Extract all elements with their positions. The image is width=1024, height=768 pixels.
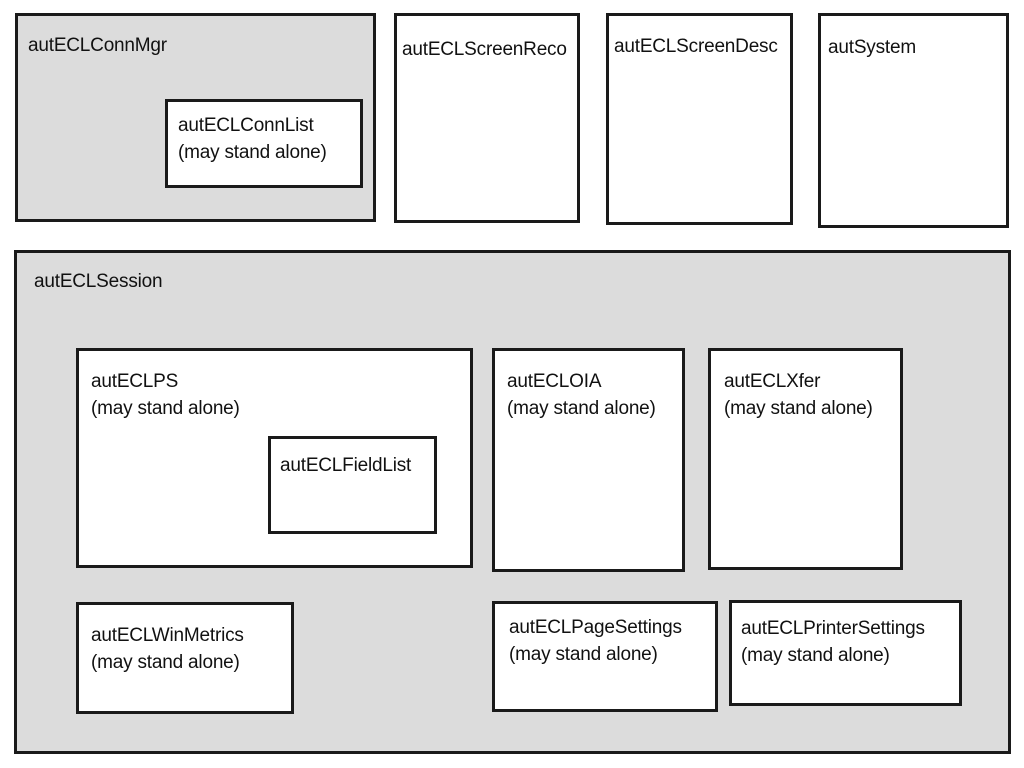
autECLScreenDesc-label: autECLScreenDesc [614, 33, 778, 60]
autECLPrinterSettings-box: autECLPrinterSettings (may stand alone) [729, 600, 962, 706]
autECLSession-name: autECLSession [34, 271, 163, 292]
autECLPS-label: autECLPS (may stand alone) [91, 368, 240, 422]
autECLXfer-label: autECLXfer (may stand alone) [724, 368, 873, 422]
autECLScreenDesc-box: autECLScreenDesc [606, 13, 793, 225]
autECLXfer-box: autECLXfer (may stand alone) [708, 348, 903, 570]
autECLWinMetrics-label: autECLWinMetrics (may stand alone) [91, 622, 244, 676]
autECLSession-label: autECLSession [34, 268, 163, 295]
autECLPrinterSettings-note: (may stand alone) [741, 645, 890, 666]
autECLWinMetrics-box: autECLWinMetrics (may stand alone) [76, 602, 294, 714]
autECLConnList-box: autECLConnList (may stand alone) [165, 99, 363, 188]
autECLConnMgr-name: autECLConnMgr [28, 35, 167, 56]
autECLConnList-label: autECLConnList (may stand alone) [178, 112, 327, 166]
autECLScreenReco-label: autECLScreenReco [402, 36, 567, 63]
autECLScreenDesc-name: autECLScreenDesc [614, 36, 778, 57]
autECLOIA-name: autECLOIA [507, 371, 602, 392]
autSystem-label: autSystem [828, 34, 916, 61]
autECLWinMetrics-name: autECLWinMetrics [91, 625, 244, 646]
autECLXfer-name: autECLXfer [724, 371, 821, 392]
autECLScreenReco-name: autECLScreenReco [402, 39, 567, 60]
autECLPageSettings-box: autECLPageSettings (may stand alone) [492, 601, 718, 712]
autECLPS-note: (may stand alone) [91, 398, 240, 419]
autECLFieldList-box: autECLFieldList [268, 436, 437, 534]
autECLScreenReco-box: autECLScreenReco [394, 13, 580, 223]
autECLWinMetrics-note: (may stand alone) [91, 652, 240, 673]
autECLOIA-label: autECLOIA (may stand alone) [507, 368, 656, 422]
autECLPS-name: autECLPS [91, 371, 179, 392]
autECLFieldList-label: autECLFieldList [280, 452, 411, 479]
autECLOIA-box: autECLOIA (may stand alone) [492, 348, 685, 572]
autECLFieldList-name: autECLFieldList [280, 455, 412, 476]
autECLConnMgr-label: autECLConnMgr [28, 32, 167, 59]
autECLOIA-note: (may stand alone) [507, 398, 656, 419]
autECLPageSettings-name: autECLPageSettings [509, 617, 682, 638]
autECLPrinterSettings-label: autECLPrinterSettings (may stand alone) [741, 615, 925, 669]
autSystem-box: autSystem [818, 13, 1009, 228]
autECLPageSettings-label: autECLPageSettings (may stand alone) [509, 614, 682, 668]
autECLXfer-note: (may stand alone) [724, 398, 873, 419]
autECLPageSettings-note: (may stand alone) [509, 644, 658, 665]
autECLPrinterSettings-name: autECLPrinterSettings [741, 618, 925, 639]
autSystem-name: autSystem [828, 37, 916, 58]
autECLConnList-name: autECLConnList [178, 115, 314, 136]
autECLConnList-note: (may stand alone) [178, 142, 327, 163]
